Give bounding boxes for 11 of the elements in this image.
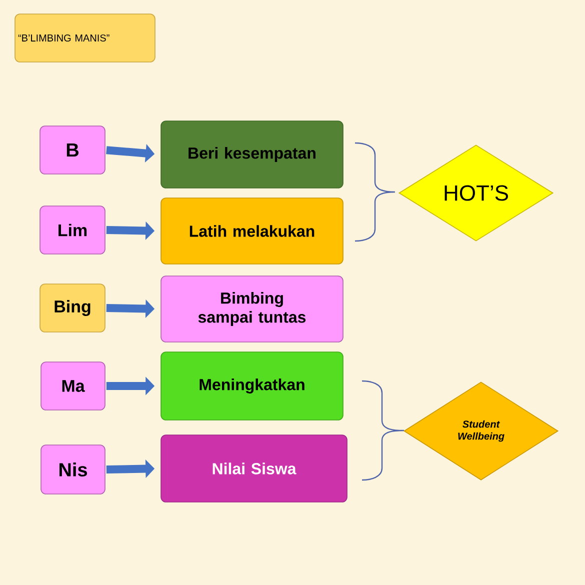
process-box: Lim	[40, 206, 106, 254]
process-box: Nis	[40, 444, 106, 494]
process-box: “B’LIMBING MANIS”	[14, 14, 156, 62]
process-box: Nilai Siswa	[160, 434, 348, 502]
process-box: Meningkatkan	[160, 352, 344, 420]
process-box: Bimbing sampai tuntas	[160, 276, 344, 342]
process-box: Ma	[40, 362, 106, 410]
process-box: Latih melakukan	[160, 198, 344, 264]
process-box: B	[40, 126, 106, 174]
process-box: Beri kesempatan	[160, 120, 344, 188]
process-box: Bing	[40, 284, 106, 332]
